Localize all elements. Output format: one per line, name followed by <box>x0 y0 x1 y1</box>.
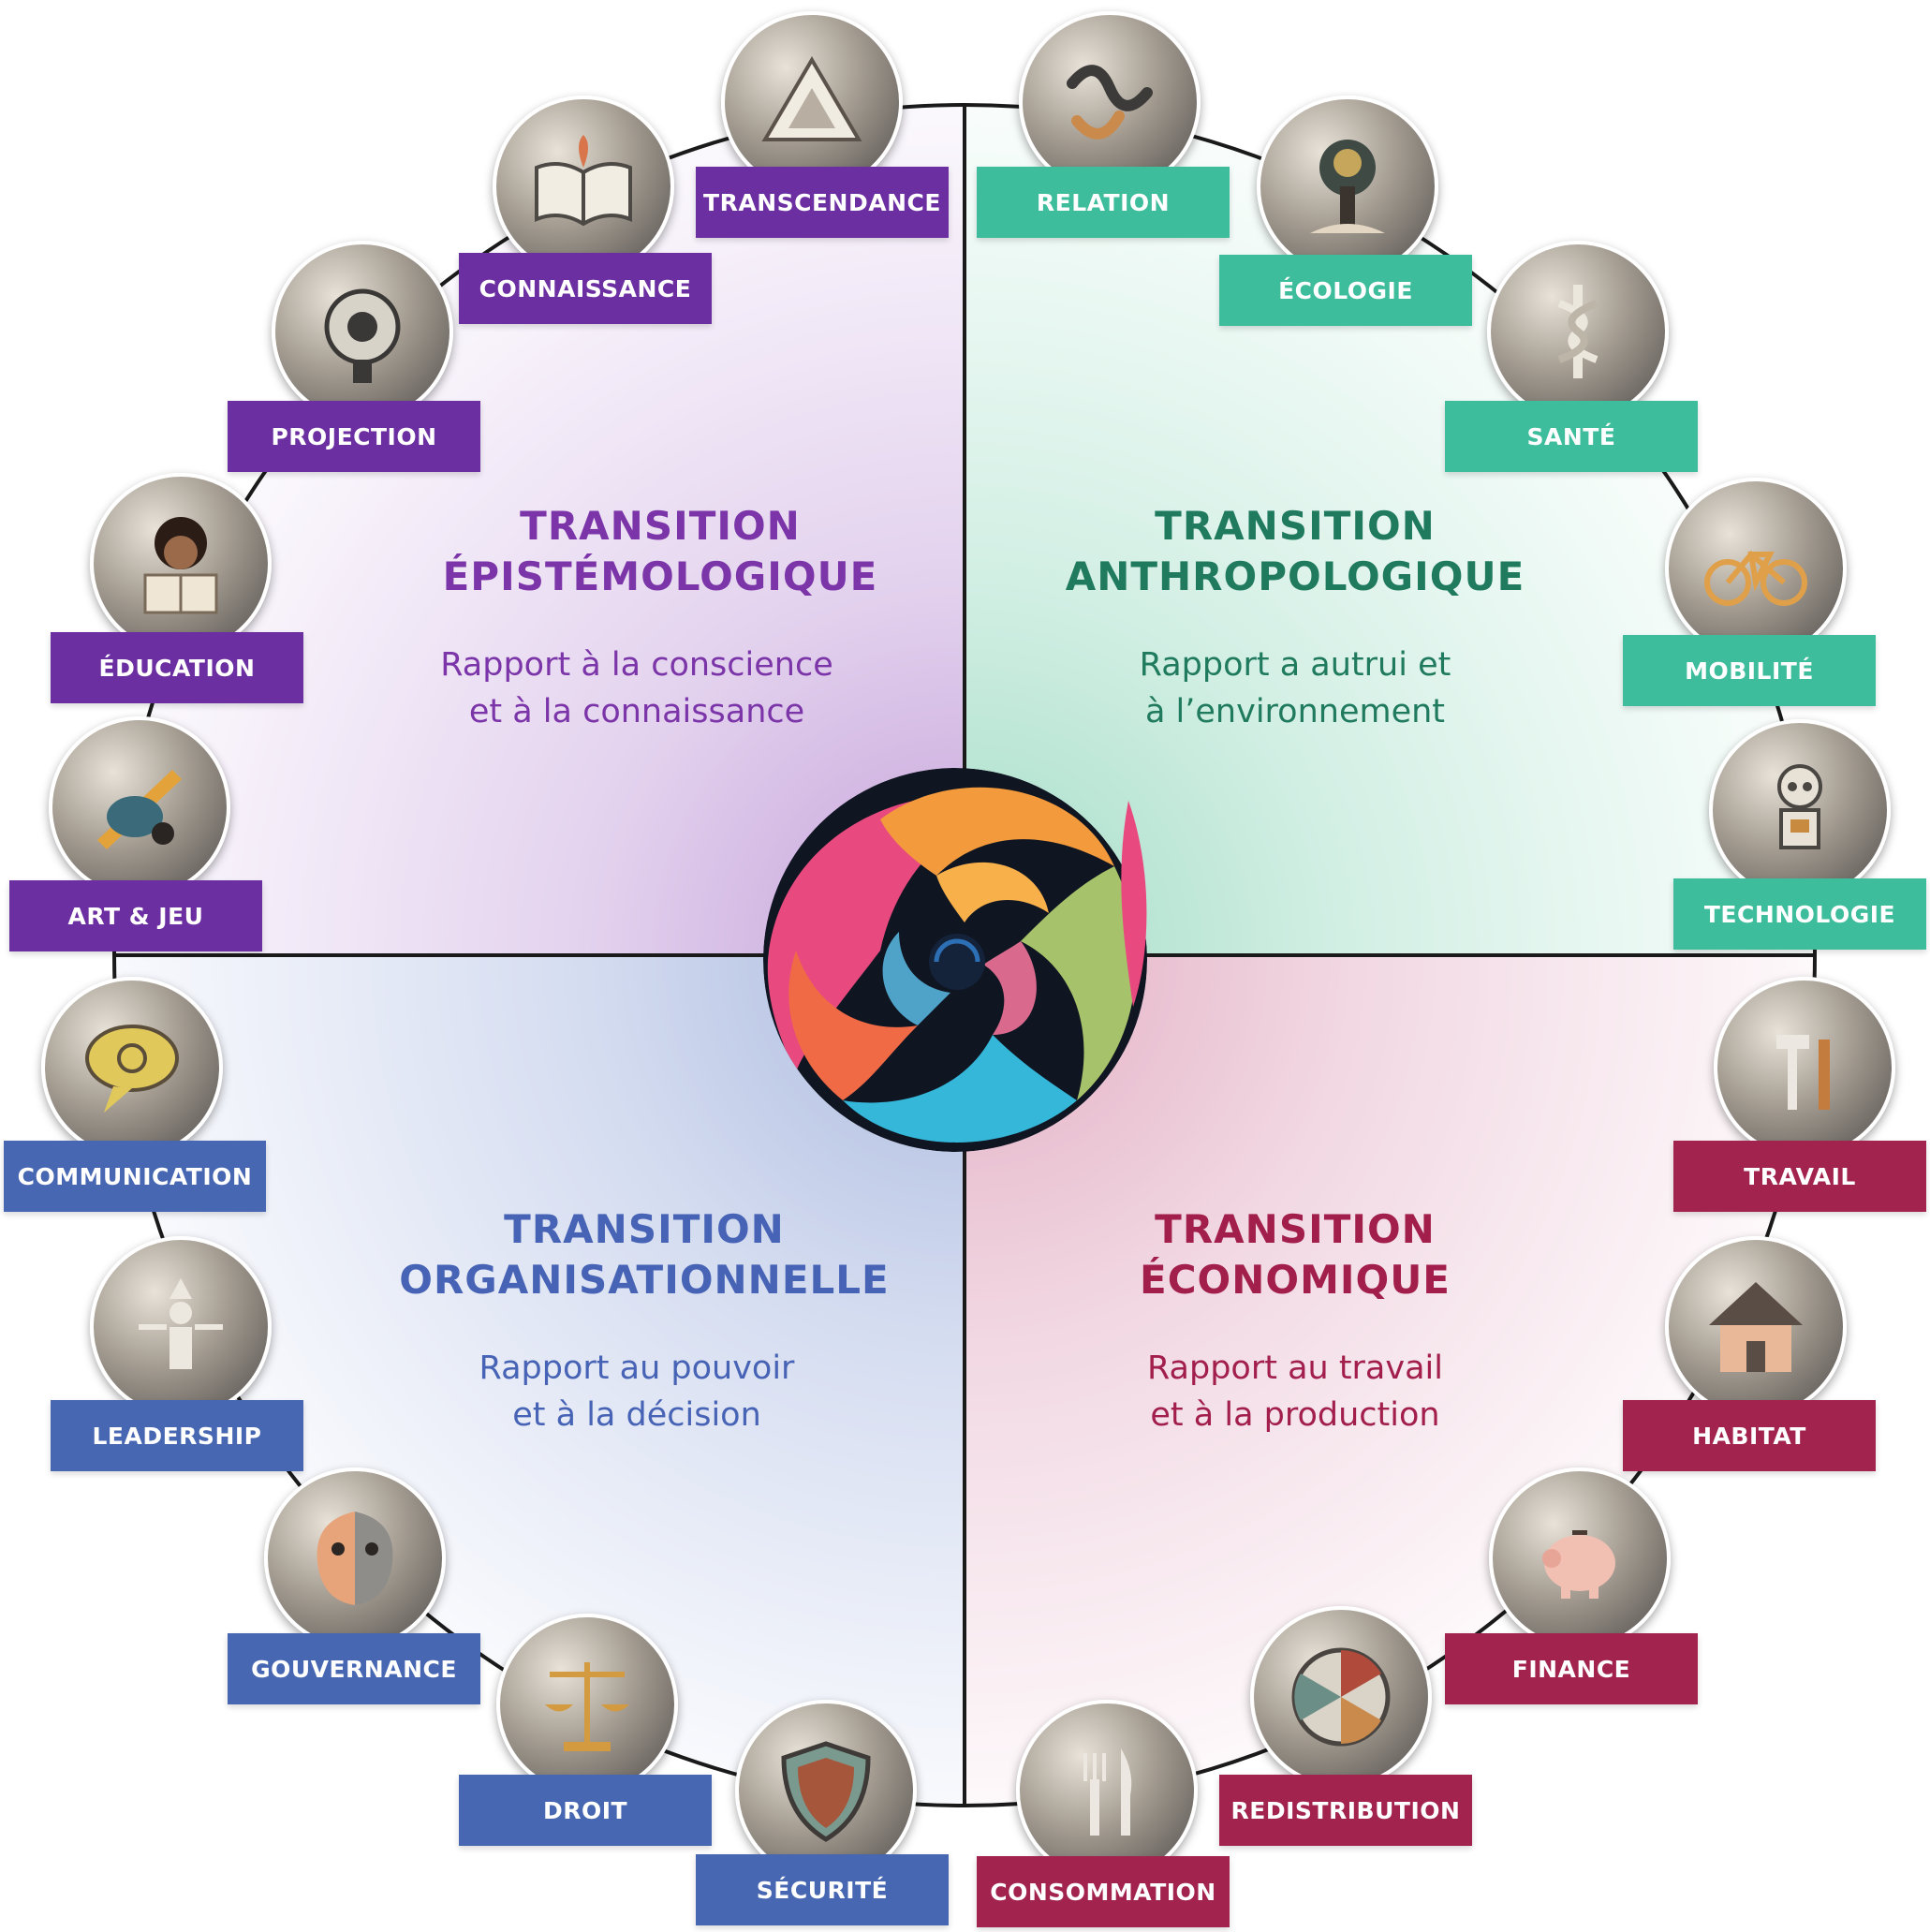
shield-icon <box>735 1700 917 1881</box>
label-communication: COMMUNICATION <box>4 1141 266 1212</box>
hands-icon <box>1019 11 1201 193</box>
scales-icon <box>496 1614 678 1795</box>
quadrant-subtitle-organisationnelle: Rapport au pouvoir et à la décision <box>309 1345 965 1438</box>
bicycle-icon <box>1665 478 1847 659</box>
pie-icon <box>1250 1606 1432 1788</box>
subtitle-line-2: et à la production <box>1150 1396 1440 1434</box>
label-ecologie: ÉCOLOGIE <box>1219 255 1472 326</box>
quadrant-title-epistemologique: TRANSITION ÉPISTÉMOLOGIQUE <box>332 501 988 602</box>
label-sante: SANTÉ <box>1445 401 1698 472</box>
title-line-1: TRANSITION <box>1155 1206 1436 1252</box>
title-line-2: ÉPISTÉMOLOGIQUE <box>442 553 878 599</box>
subtitle-line-2: à l’environnement <box>1144 693 1446 730</box>
house-icon <box>1665 1236 1847 1418</box>
label-projection: PROJECTION <box>228 401 480 472</box>
label-mobilite: MOBILITÉ <box>1623 635 1876 706</box>
cutlery-icon <box>1016 1700 1198 1881</box>
speech-bubble-icon <box>41 977 223 1158</box>
title-line-1: TRANSITION <box>504 1206 785 1252</box>
label-art-jeu: ART & JEU <box>9 880 262 951</box>
label-redistribution: REDISTRIBUTION <box>1219 1775 1472 1846</box>
label-transcendance: TRANSCENDANCE <box>696 167 949 238</box>
subtitle-line-1: Rapport au travail <box>1146 1349 1443 1387</box>
caduceus-icon <box>1487 241 1669 422</box>
swirl-logo-icon <box>763 768 1147 1152</box>
quadrant-title-organisationnelle: TRANSITION ORGANISATIONNELLE <box>317 1204 972 1305</box>
quadrant-subtitle-economique: Rapport au travail et à la production <box>967 1345 1623 1438</box>
subtitle-line-2: et à la décision <box>512 1396 761 1434</box>
faces-icon <box>264 1467 446 1649</box>
piggy-bank-icon <box>1489 1467 1671 1649</box>
subtitle-line-2: et à la connaissance <box>468 693 805 730</box>
label-relation: RELATION <box>977 167 1230 238</box>
label-habitat: HABITAT <box>1623 1400 1876 1471</box>
label-gouvernance: GOUVERNANCE <box>228 1633 480 1704</box>
label-connaissance: CONNAISSANCE <box>459 253 712 324</box>
label-consommation: CONSOMMATION <box>977 1856 1230 1927</box>
label-technologie: TECHNOLOGIE <box>1673 878 1926 950</box>
quadrant-title-economique: TRANSITION ÉCONOMIQUE <box>967 1204 1623 1305</box>
label-leadership: LEADERSHIP <box>51 1400 303 1471</box>
label-securite: SÉCURITÉ <box>696 1854 949 1925</box>
tree-icon <box>1257 96 1438 277</box>
leader-figure-icon <box>90 1236 272 1418</box>
robot-icon <box>1709 719 1891 901</box>
label-droit: DROIT <box>459 1775 712 1846</box>
title-line-2: ÉCONOMIQUE <box>1140 1257 1451 1303</box>
label-education: ÉDUCATION <box>51 632 303 703</box>
quadrant-subtitle-epistemologique: Rapport à la conscience et à la connaiss… <box>309 642 965 735</box>
gear-head-icon <box>272 241 453 422</box>
pyramid-icon <box>721 11 903 193</box>
subtitle-line-1: Rapport a autrui et <box>1139 646 1451 684</box>
quadrant-title-anthropologique: TRANSITION ANTHROPOLOGIQUE <box>967 501 1623 602</box>
title-line-2: ANTHROPOLOGIQUE <box>1065 553 1525 599</box>
brush-palette-icon <box>49 716 230 898</box>
title-line-2: ORGANISATIONNELLE <box>399 1257 890 1303</box>
quadrant-subtitle-anthropologique: Rapport a autrui et à l’environnement <box>967 642 1623 735</box>
open-book-icon <box>493 96 674 277</box>
title-line-1: TRANSITION <box>520 503 801 549</box>
child-reading-icon <box>90 473 272 655</box>
label-travail: TRAVAIL <box>1673 1141 1926 1212</box>
subtitle-line-1: Rapport à la conscience <box>440 646 833 684</box>
tools-icon <box>1714 977 1895 1158</box>
subtitle-line-1: Rapport au pouvoir <box>479 1349 795 1387</box>
title-line-1: TRANSITION <box>1155 503 1436 549</box>
label-finance: FINANCE <box>1445 1633 1698 1704</box>
